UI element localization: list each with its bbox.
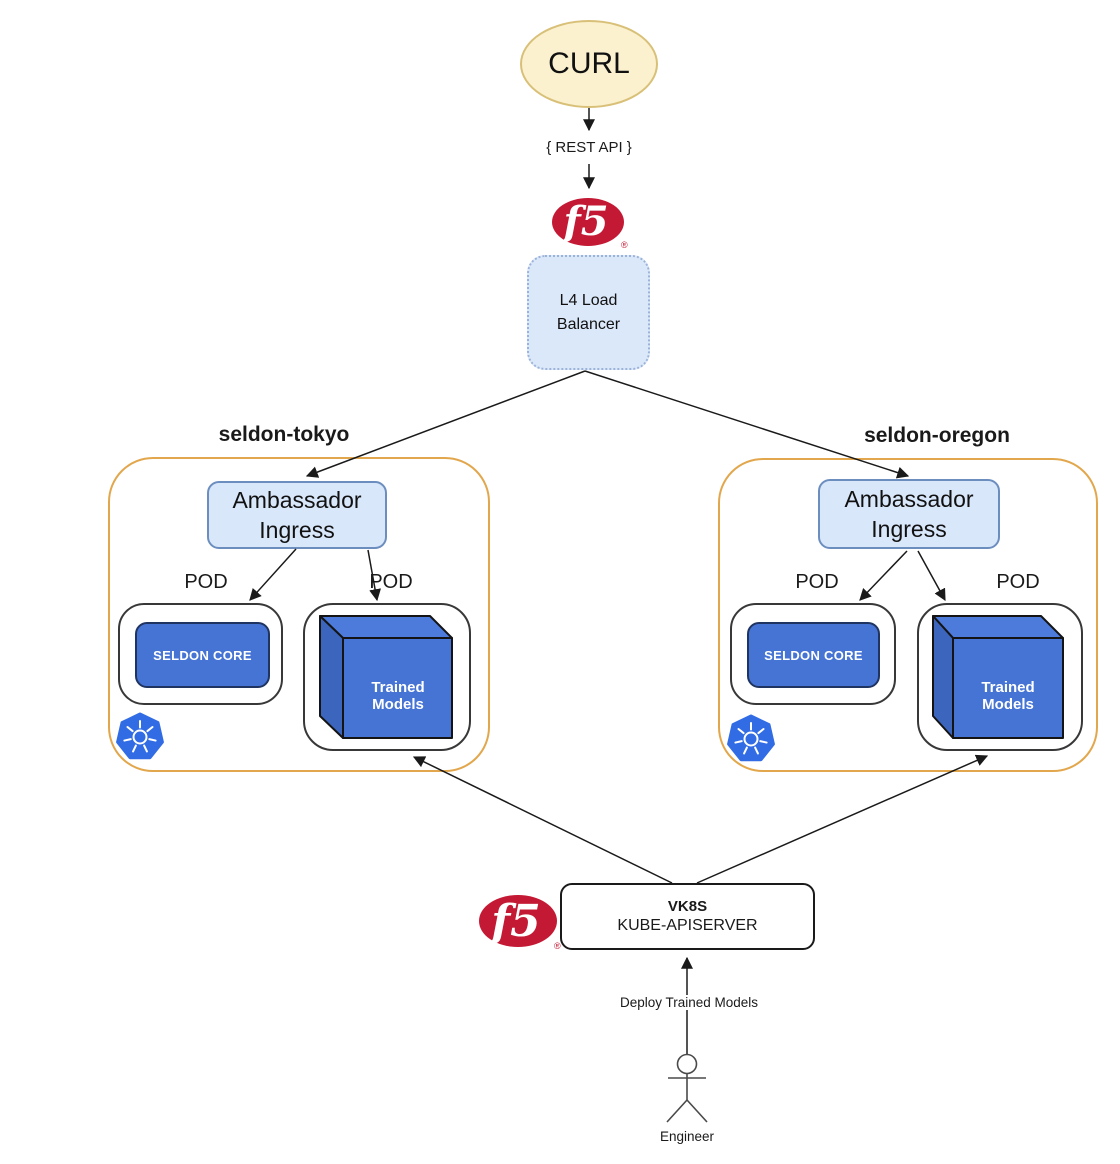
svg-text:f5: f5 bbox=[560, 198, 608, 245]
seldon-core-box-tokyo: SELDON CORE bbox=[135, 622, 270, 688]
l4-load-balancer-node: L4 Load Balancer bbox=[527, 255, 650, 370]
vk8s-kube-apiserver-node: VK8S KUBE-APISERVER bbox=[560, 883, 815, 950]
ambassador-ingress-tokyo: Ambassador Ingress bbox=[207, 481, 387, 549]
registered-mark: ® bbox=[621, 240, 628, 250]
f5-logo-icon-bottom: f5 ® bbox=[479, 895, 561, 951]
trained-models-label-oregon: Trained Models bbox=[981, 679, 1035, 713]
cluster-title-tokyo: seldon-tokyo bbox=[218, 423, 350, 446]
vk8s-title: VK8S bbox=[667, 898, 708, 915]
engineer-label: Engineer bbox=[659, 1129, 715, 1144]
arrow-vk8s-to-tokyo-pod bbox=[412, 756, 673, 884]
seldon-core-label: SELDON CORE bbox=[764, 647, 863, 663]
engineer-figure bbox=[666, 1053, 708, 1123]
svg-text:f5: f5 bbox=[488, 896, 541, 947]
l4-label: L4 Load Balancer bbox=[556, 291, 621, 333]
deploy-trained-models-label: Deploy Trained Models bbox=[589, 995, 789, 1010]
vk8s-subtitle: KUBE-APISERVER bbox=[617, 917, 758, 934]
cluster-title-oregon: seldon-oregon bbox=[864, 424, 1010, 447]
pod-label-tokyo-2: POD bbox=[369, 571, 413, 593]
trained-models-label-tokyo: Trained Models bbox=[371, 679, 425, 713]
ingress-label: Ambassador Ingress bbox=[844, 485, 974, 542]
cluster-seldon-tokyo bbox=[108, 457, 490, 772]
pod-label-tokyo-1: POD bbox=[184, 571, 228, 593]
rest-api-label: { REST API } bbox=[546, 139, 632, 156]
pod-label-oregon-2: POD bbox=[996, 571, 1040, 593]
pod-trained-models-tokyo bbox=[303, 603, 471, 751]
pod-trained-models-oregon bbox=[917, 603, 1083, 751]
ingress-label: Ambassador Ingress bbox=[232, 486, 362, 543]
curl-node: CURL bbox=[520, 20, 658, 108]
curl-label: CURL bbox=[548, 47, 630, 80]
seldon-core-box-oregon: SELDON CORE bbox=[747, 622, 880, 688]
seldon-core-label: SELDON CORE bbox=[153, 647, 252, 663]
f5-logo-icon: f5 ® bbox=[552, 198, 628, 250]
ambassador-ingress-oregon: Ambassador Ingress bbox=[818, 479, 1000, 549]
arrow-vk8s-to-oregon-pod bbox=[696, 754, 989, 884]
pod-label-oregon-1: POD bbox=[795, 571, 839, 593]
